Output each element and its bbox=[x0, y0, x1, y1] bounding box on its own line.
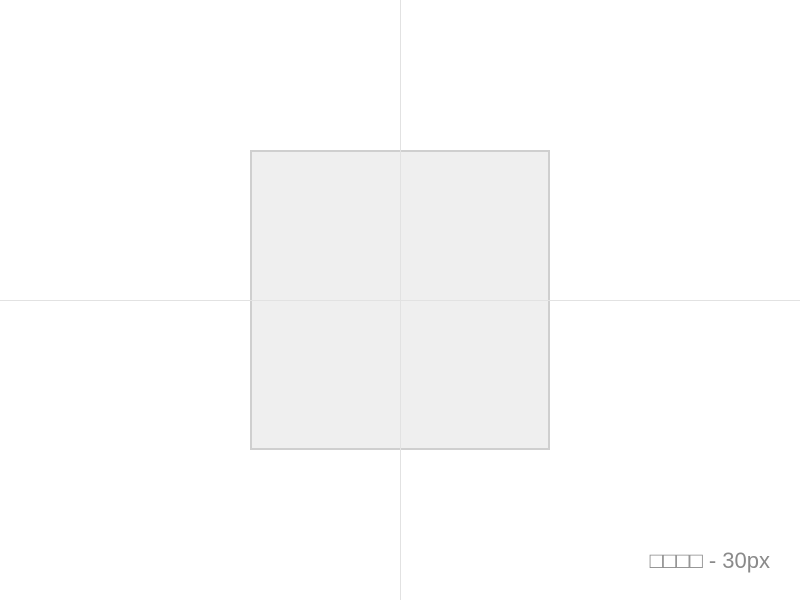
size-caption: □□□□ - 30px bbox=[649, 548, 770, 573]
horizontal-center-guide bbox=[0, 300, 800, 301]
